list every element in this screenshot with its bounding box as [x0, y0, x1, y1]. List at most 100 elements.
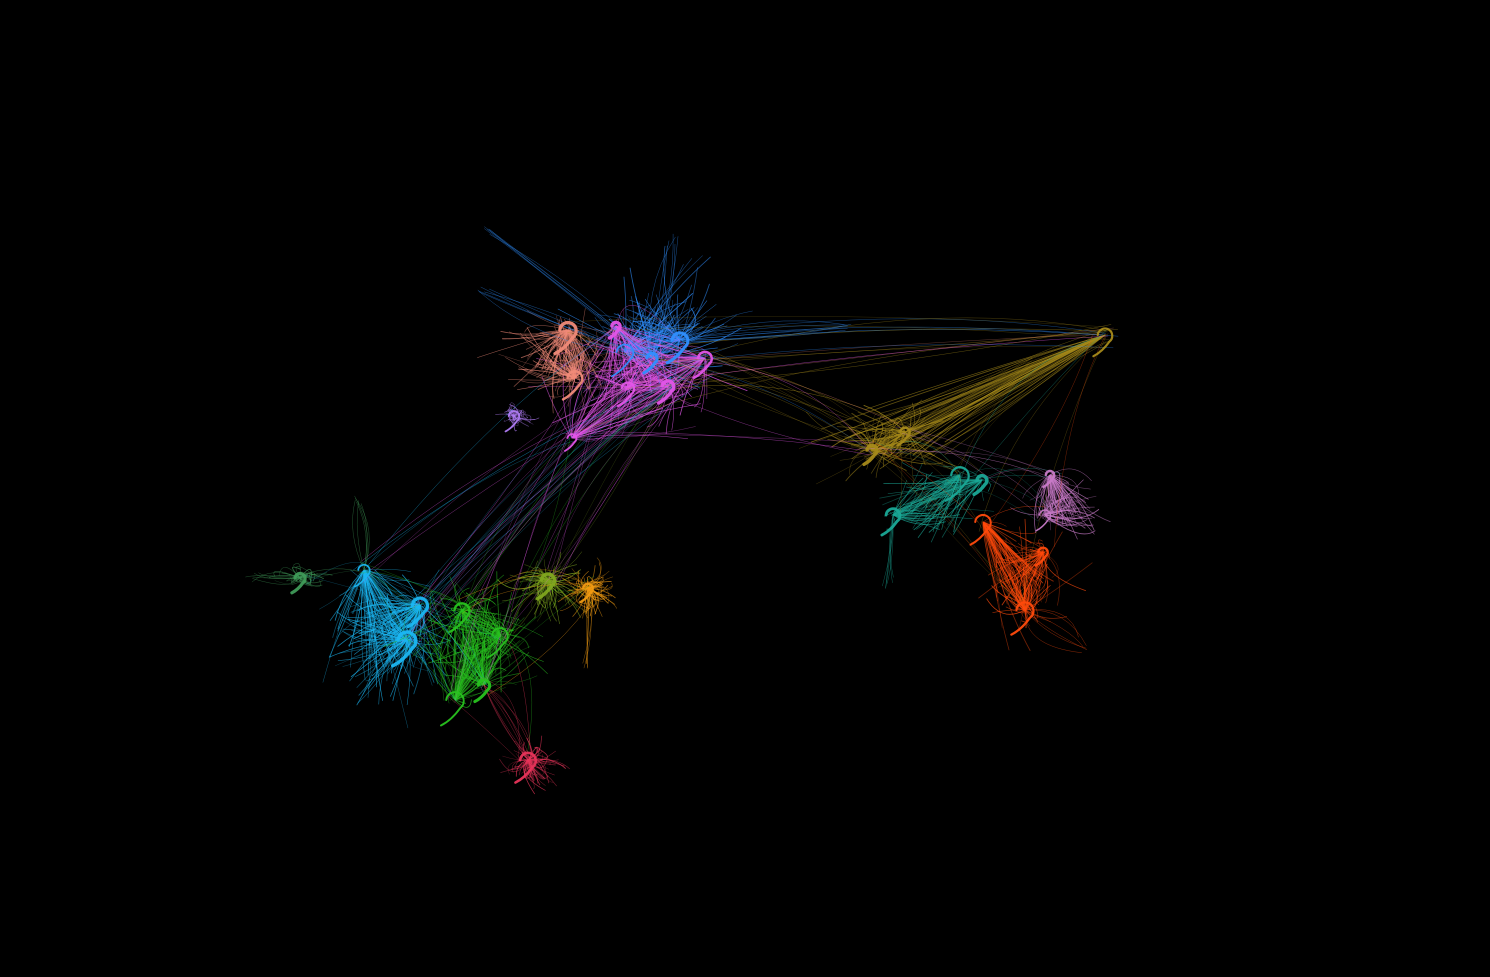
teal-edge: [932, 479, 983, 493]
bridge-edge: [430, 596, 489, 688]
bridge-edge: [486, 431, 570, 682]
orange-red-edge: [982, 521, 1021, 601]
magenta-edge: [571, 426, 696, 439]
teal-edge: [981, 479, 991, 492]
bridge-edge: [573, 431, 861, 451]
bridge-edge: [480, 689, 525, 753]
cyan-edge: [363, 569, 383, 701]
cyan-edge: [361, 569, 394, 627]
cyan-edge: [363, 569, 426, 665]
teal-edge: [935, 479, 983, 498]
bridge-edge: [411, 356, 715, 601]
blue-tendril: [651, 233, 674, 359]
bridge-edge: [893, 474, 1048, 520]
bridge-edge: [360, 562, 497, 627]
magenta-edge: [571, 398, 679, 439]
bridge-edge: [416, 632, 477, 683]
bridge-edge: [706, 361, 874, 443]
bridge-edge: [362, 382, 623, 584]
orange-edge: [587, 580, 593, 589]
cyan-edge: [419, 604, 425, 637]
green-edge: [454, 598, 487, 701]
cyan-edge: [361, 569, 365, 639]
green-edge: [472, 621, 488, 686]
orange-red-edge: [982, 521, 996, 569]
salmon-edge: [551, 329, 569, 334]
cyan-edge: [406, 639, 438, 655]
teal-hub: [944, 466, 970, 502]
green-edge: [461, 596, 499, 611]
red-pink-edge: [515, 759, 529, 777]
salmon-edge: [538, 329, 569, 351]
bridge-edge: [574, 331, 1108, 433]
blue-hub: [642, 351, 659, 375]
bridge-edge: [507, 636, 533, 755]
bridge-edge: [469, 569, 582, 612]
bridge-edge: [987, 469, 1053, 480]
bridge-edge: [468, 389, 675, 604]
orange-red-edge: [1014, 584, 1028, 611]
green-edge: [454, 652, 530, 701]
bridge-edge: [504, 443, 567, 643]
teal-edge: [946, 474, 961, 500]
magenta-hub: [564, 433, 578, 452]
magenta-hub: [657, 379, 676, 405]
cyan-edge: [363, 569, 422, 609]
bridge-edge: [691, 350, 907, 437]
olive-edge: [880, 334, 1106, 414]
magenta-edge: [571, 345, 616, 439]
lavender-edge: [1044, 481, 1069, 516]
teal-edge: [953, 479, 983, 535]
magenta-edge: [562, 360, 573, 439]
orange-red-edge: [998, 551, 1044, 575]
bridge-edge: [675, 397, 870, 456]
olive-hub: [1092, 327, 1114, 358]
olive-edge: [816, 431, 906, 485]
orange-red-edge: [982, 506, 1047, 523]
orange-red-edge: [982, 521, 1031, 651]
bridge-edge: [622, 352, 877, 442]
salmon-edge: [563, 355, 576, 379]
olive-tendril: [904, 357, 1033, 433]
cyan-edge: [406, 639, 424, 658]
bridge-edge: [978, 347, 1093, 532]
olive-edge: [845, 431, 906, 482]
green-edge: [483, 611, 519, 686]
green-hub: [486, 627, 509, 659]
teal-edge: [901, 462, 983, 482]
bridge-edge: [899, 434, 903, 518]
bridge-edge: [908, 426, 1047, 522]
green-edge: [474, 655, 485, 686]
bridge-edge: [576, 335, 869, 446]
orange-hub: [579, 582, 594, 604]
yellow-green-hub: [535, 572, 557, 601]
bridge-edge: [370, 573, 484, 685]
olive-edge: [805, 411, 873, 451]
bridge-edge: [703, 361, 873, 455]
orange-red-edge: [1000, 566, 1026, 611]
bridge-edge: [508, 582, 583, 636]
magenta-edge: [658, 357, 706, 427]
green-edge: [461, 609, 487, 662]
magenta-edge: [623, 336, 706, 359]
blue-edge: [679, 307, 698, 341]
blue-tendril: [679, 329, 846, 341]
orange-red-edge: [1030, 549, 1044, 553]
salmon-edge: [535, 329, 569, 368]
bridge-edge: [417, 380, 632, 606]
green-edge: [497, 620, 505, 636]
teal-edge: [882, 474, 961, 506]
yellow-green-edge: [547, 579, 560, 625]
bridge-edge: [548, 392, 677, 579]
teal-hub: [880, 507, 902, 537]
yellow-green-edge: [537, 579, 549, 595]
orange-red-edge: [1019, 569, 1027, 611]
blue-tendril: [651, 243, 676, 359]
green-edge: [483, 680, 517, 686]
orange-red-edge: [991, 585, 1026, 611]
blue-tendril: [679, 320, 845, 341]
green-edge: [454, 650, 483, 701]
cyan-edge: [382, 604, 421, 631]
bridge-edge: [410, 438, 578, 633]
